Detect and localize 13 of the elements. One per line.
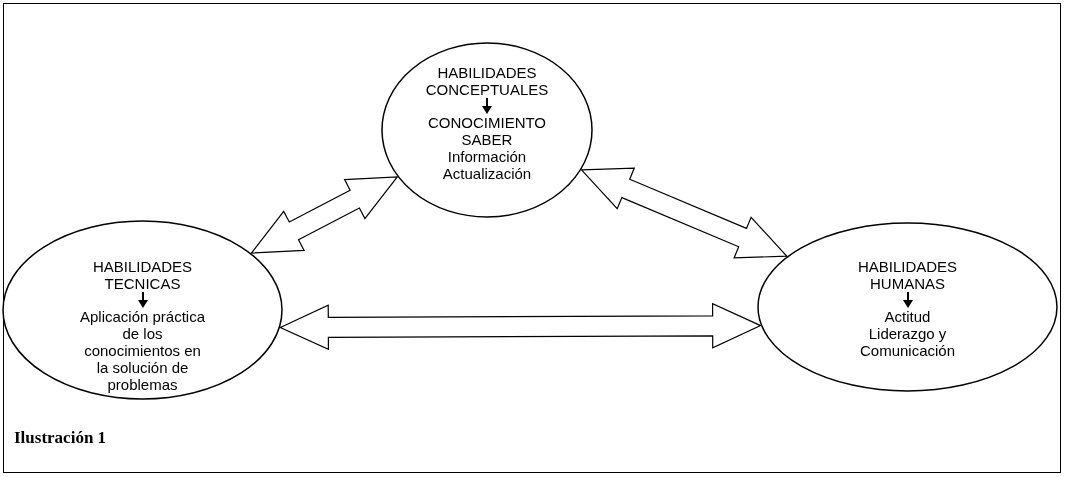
double-headed-arrow xyxy=(250,176,399,254)
node-text: Aplicación práctica de los conocimientos en la solución de problemas xyxy=(78,308,207,393)
ellipse-node xyxy=(2,220,283,400)
double-headed-arrow xyxy=(580,167,789,259)
ellipse-node xyxy=(757,222,1058,392)
figure-caption: Ilustración 1 xyxy=(14,428,107,448)
node-text: CONOCIMIENTO SABER Información Actualización xyxy=(427,114,547,182)
node-heading: HABILIDADES CONCEPTUALES xyxy=(425,64,549,98)
node-text: Actitud Liderazgo y Comunicación xyxy=(858,308,956,359)
ellipse-node xyxy=(381,42,593,218)
double-headed-arrow xyxy=(278,302,763,351)
node-heading: HABILIDADES HUMANAS xyxy=(857,258,958,292)
node-heading: HABILIDADES TECNICAS xyxy=(92,258,193,292)
